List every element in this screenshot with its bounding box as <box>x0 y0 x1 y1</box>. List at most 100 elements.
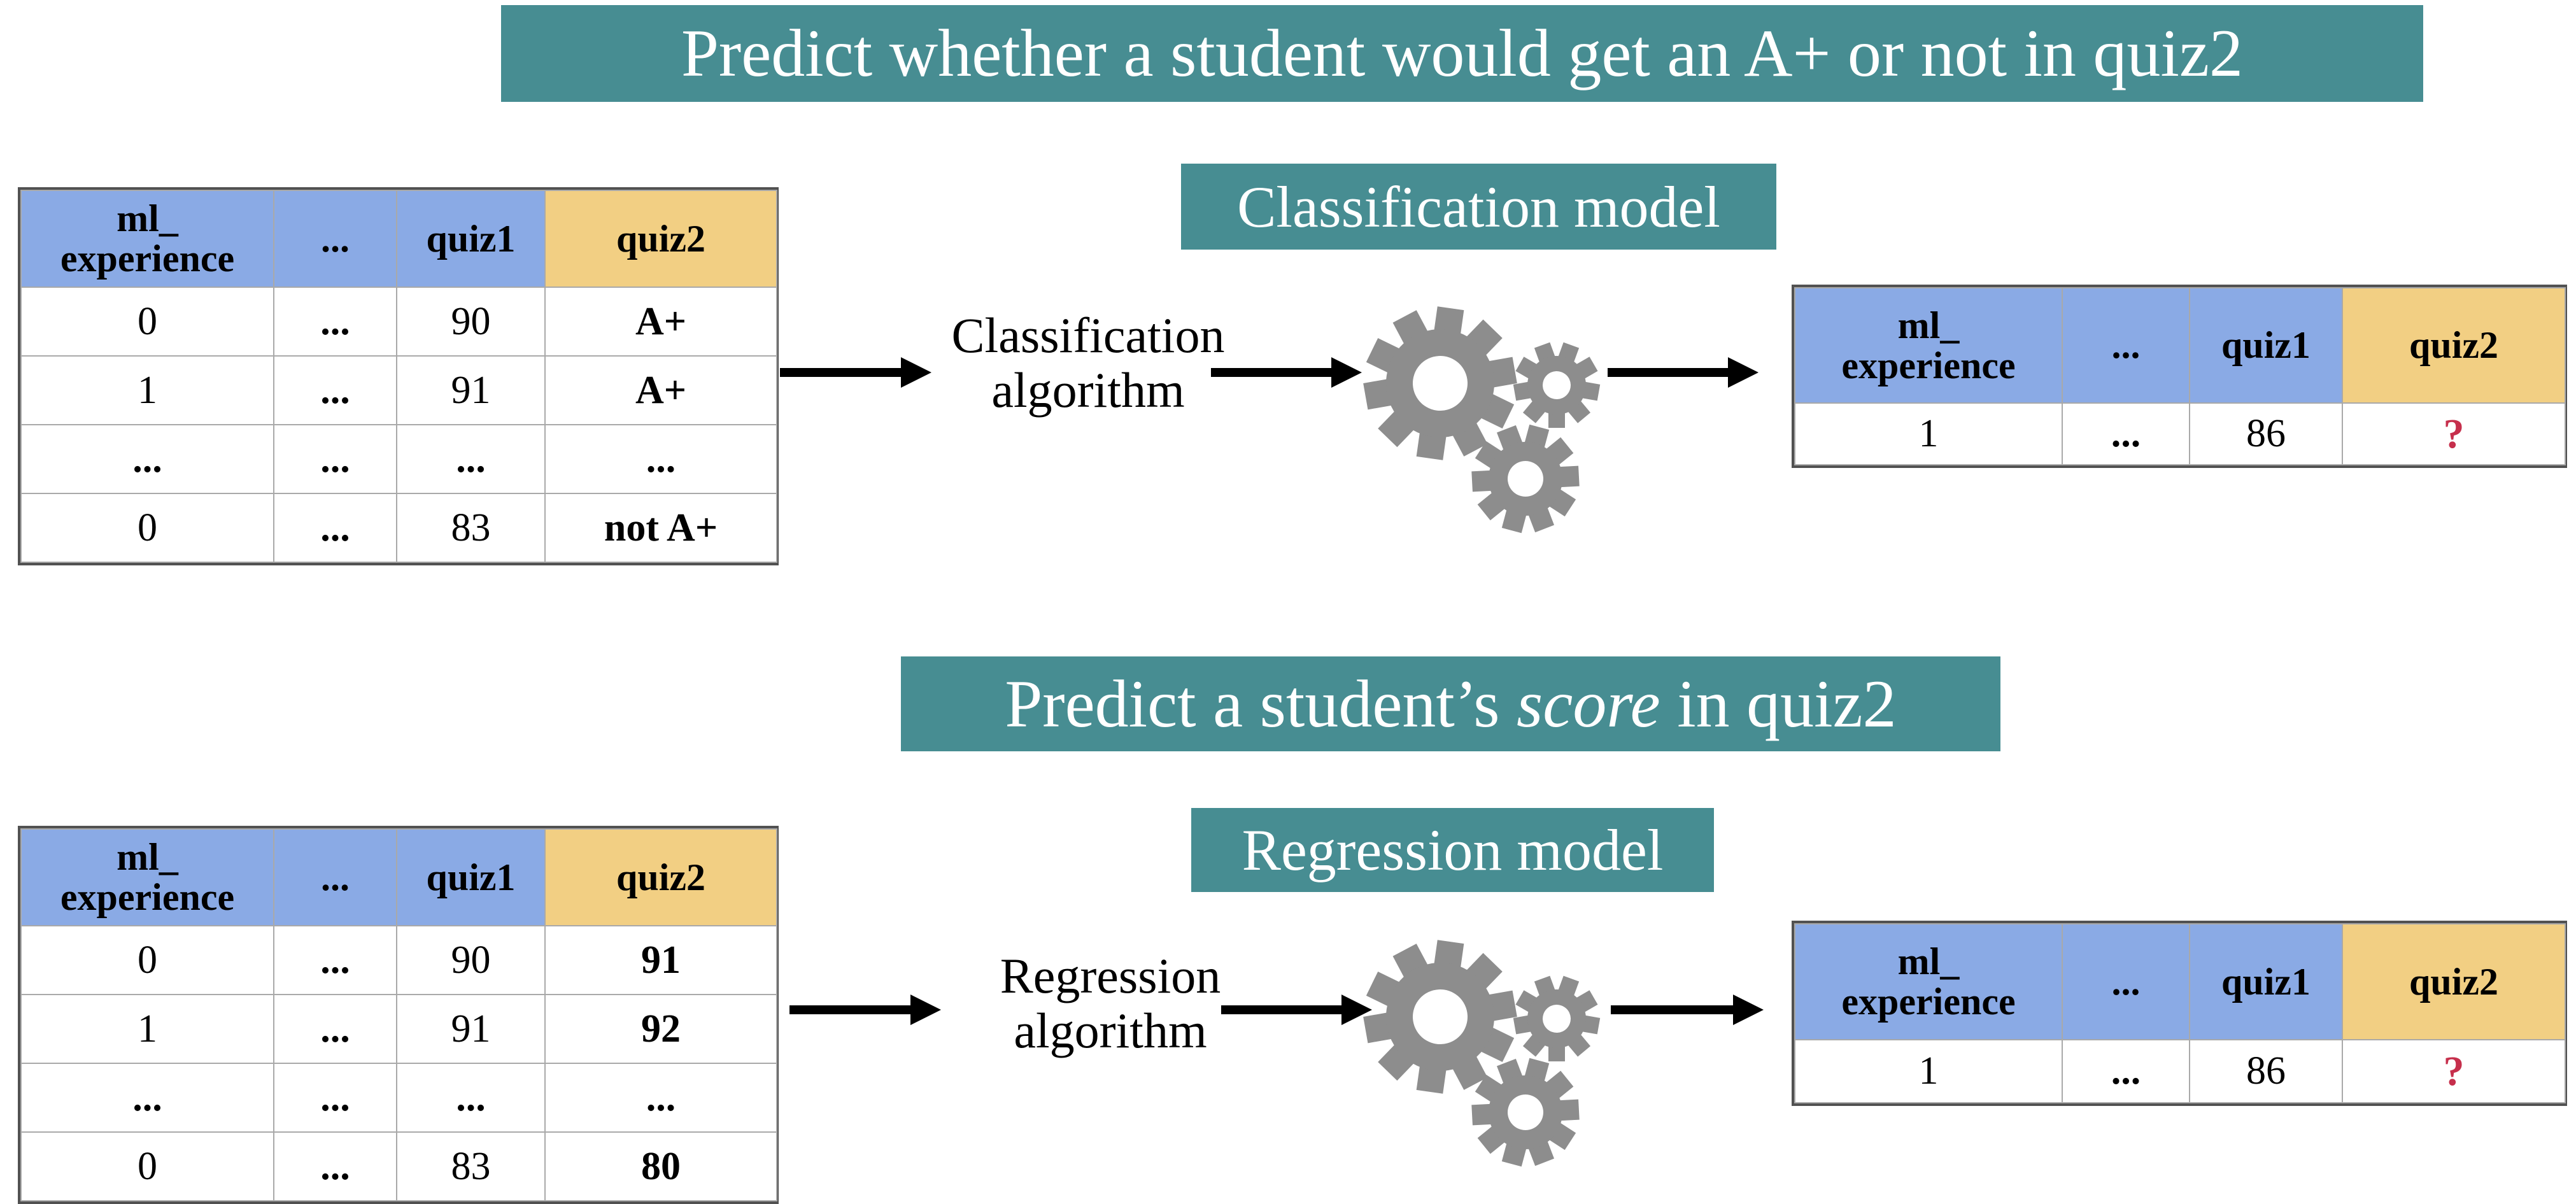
table-row: 0 ... 83 not A+ <box>20 493 777 563</box>
arrow-shaft <box>1211 368 1334 377</box>
column-header-ml-experience: ml_ experience <box>20 828 274 926</box>
predicted-value-cell: ? <box>2342 1039 2566 1103</box>
arrow-shaft <box>780 368 903 377</box>
regression-algorithm-label: Regression algorithm <box>1000 948 1221 1058</box>
predicted-value-cell: ? <box>2342 402 2566 465</box>
table-cell: 0 <box>20 493 274 563</box>
table-cell: ... <box>273 424 397 494</box>
table-cell: 91 <box>396 355 546 425</box>
table-cell: ... <box>20 1063 274 1133</box>
column-header-quiz1: quiz1 <box>2189 287 2343 404</box>
table-cell: 0 <box>20 925 274 995</box>
arrow-head-icon <box>1331 357 1362 388</box>
table-row: 1 ... 91 92 <box>20 994 777 1064</box>
table-cell: ... <box>544 1063 777 1133</box>
regression-task-title-post: in quiz2 <box>1660 666 1897 741</box>
classification-training-table: ml_ experience ... quiz1 quiz2 0 ... 90 … <box>18 187 779 565</box>
data-table: ml_ experience ... quiz1 quiz2 0 ... 90 … <box>20 190 777 563</box>
table-row: 1 ... 86 ? <box>1794 402 2566 465</box>
table-cell: 1 <box>1794 1039 2063 1103</box>
arrow-shaft <box>789 1005 913 1014</box>
flow-arrow <box>789 995 941 1025</box>
classification-task-banner: Predict whether a student would get an A… <box>501 5 2423 102</box>
table-cell: 1 <box>20 994 274 1064</box>
table-header-row: ml_ experience ... quiz1 quiz2 <box>1794 287 2566 404</box>
column-header-ellipsis: ... <box>2062 923 2190 1040</box>
table-header-row: ml_ experience ... quiz1 quiz2 <box>1794 923 2566 1040</box>
classification-model-banner: Classification model <box>1181 164 1776 250</box>
table-cell: ... <box>273 1131 397 1201</box>
table-cell: 91 <box>544 925 777 995</box>
column-header-quiz2: quiz2 <box>544 828 777 926</box>
classification-task-title: Predict whether a student would get an A… <box>681 16 2244 90</box>
column-header-ellipsis: ... <box>273 828 397 926</box>
table-cell: ... <box>273 994 397 1064</box>
flow-arrow <box>1211 357 1362 388</box>
table-header-row: ml_ experience ... quiz1 quiz2 <box>20 190 777 288</box>
regression-training-table: ml_ experience ... quiz1 quiz2 0 ... 90 … <box>18 826 779 1204</box>
column-header-ellipsis: ... <box>2062 287 2190 404</box>
arrow-shaft <box>1611 1005 1736 1014</box>
column-header-quiz2: quiz2 <box>2342 287 2566 404</box>
table-cell: ... <box>2062 1039 2190 1103</box>
table-cell: 86 <box>2189 1039 2343 1103</box>
table-cell: ... <box>273 355 397 425</box>
table-cell: ... <box>273 925 397 995</box>
table-cell: ... <box>273 1063 397 1133</box>
classification-prediction-table: ml_ experience ... quiz1 quiz2 1 ... 86 … <box>1792 285 2567 468</box>
arrow-head-icon <box>1733 995 1764 1025</box>
flow-arrow <box>1611 995 1764 1025</box>
regression-model-label: Regression model <box>1242 818 1664 882</box>
table-cell: ... <box>273 493 397 563</box>
table-cell: 90 <box>396 925 546 995</box>
table-row: 1 ... 86 ? <box>1794 1039 2566 1103</box>
table-cell: 91 <box>396 994 546 1064</box>
table-cell: 0 <box>20 1131 274 1201</box>
table-cell: A+ <box>544 287 777 357</box>
column-header-quiz1: quiz1 <box>2189 923 2343 1040</box>
table-cell: A+ <box>544 355 777 425</box>
table-cell: 86 <box>2189 402 2343 465</box>
table-cell: 1 <box>20 355 274 425</box>
table-cell: ... <box>273 287 397 357</box>
table-cell: 0 <box>20 287 274 357</box>
table-cell: ... <box>20 424 274 494</box>
classification-model-label: Classification model <box>1237 174 1720 239</box>
table-cell: not A+ <box>544 493 777 563</box>
table-header-row: ml_ experience ... quiz1 quiz2 <box>20 828 777 926</box>
data-table: ml_ experience ... quiz1 quiz2 1 ... 86 … <box>1794 287 2566 465</box>
flow-arrow <box>1608 357 1759 388</box>
table-row: 0 ... 90 A+ <box>20 287 777 357</box>
table-cell: 83 <box>396 493 546 563</box>
regression-prediction-table: ml_ experience ... quiz1 quiz2 1 ... 86 … <box>1792 921 2567 1106</box>
table-cell: ... <box>544 424 777 494</box>
table-row: 1 ... 91 A+ <box>20 355 777 425</box>
column-header-ml-experience: ml_ experience <box>20 190 274 288</box>
table-cell: ... <box>2062 402 2190 465</box>
arrow-shaft <box>1608 368 1730 377</box>
arrow-head-icon <box>910 995 941 1025</box>
data-table: ml_ experience ... quiz1 quiz2 1 ... 86 … <box>1794 923 2566 1103</box>
regression-task-title-pre: Predict a student’s <box>1005 666 1517 741</box>
column-header-quiz2: quiz2 <box>544 190 777 288</box>
arrow-head-icon <box>1728 357 1759 388</box>
data-table: ml_ experience ... quiz1 quiz2 0 ... 90 … <box>20 828 777 1201</box>
gears-icon <box>1354 297 1613 544</box>
column-header-quiz1: quiz1 <box>396 828 546 926</box>
table-row: 0 ... 90 91 <box>20 925 777 995</box>
table-row: 0 ... 83 80 <box>20 1131 777 1201</box>
column-header-ellipsis: ... <box>273 190 397 288</box>
flow-arrow <box>780 357 931 388</box>
classification-algorithm-label: Classification algorithm <box>951 308 1225 418</box>
table-cell: ... <box>396 424 546 494</box>
table-row: ... ... ... ... <box>20 424 777 494</box>
table-cell: 92 <box>544 994 777 1064</box>
table-cell: 80 <box>544 1131 777 1201</box>
column-header-ml-experience: ml_ experience <box>1794 923 2063 1040</box>
regression-task-title-italic: score <box>1517 666 1660 741</box>
table-cell: ... <box>396 1063 546 1133</box>
table-cell: 83 <box>396 1131 546 1201</box>
arrow-shaft <box>1221 1005 1344 1014</box>
regression-task-banner: Predict a student’s score in quiz2 <box>901 656 2000 751</box>
column-header-ml-experience: ml_ experience <box>1794 287 2063 404</box>
